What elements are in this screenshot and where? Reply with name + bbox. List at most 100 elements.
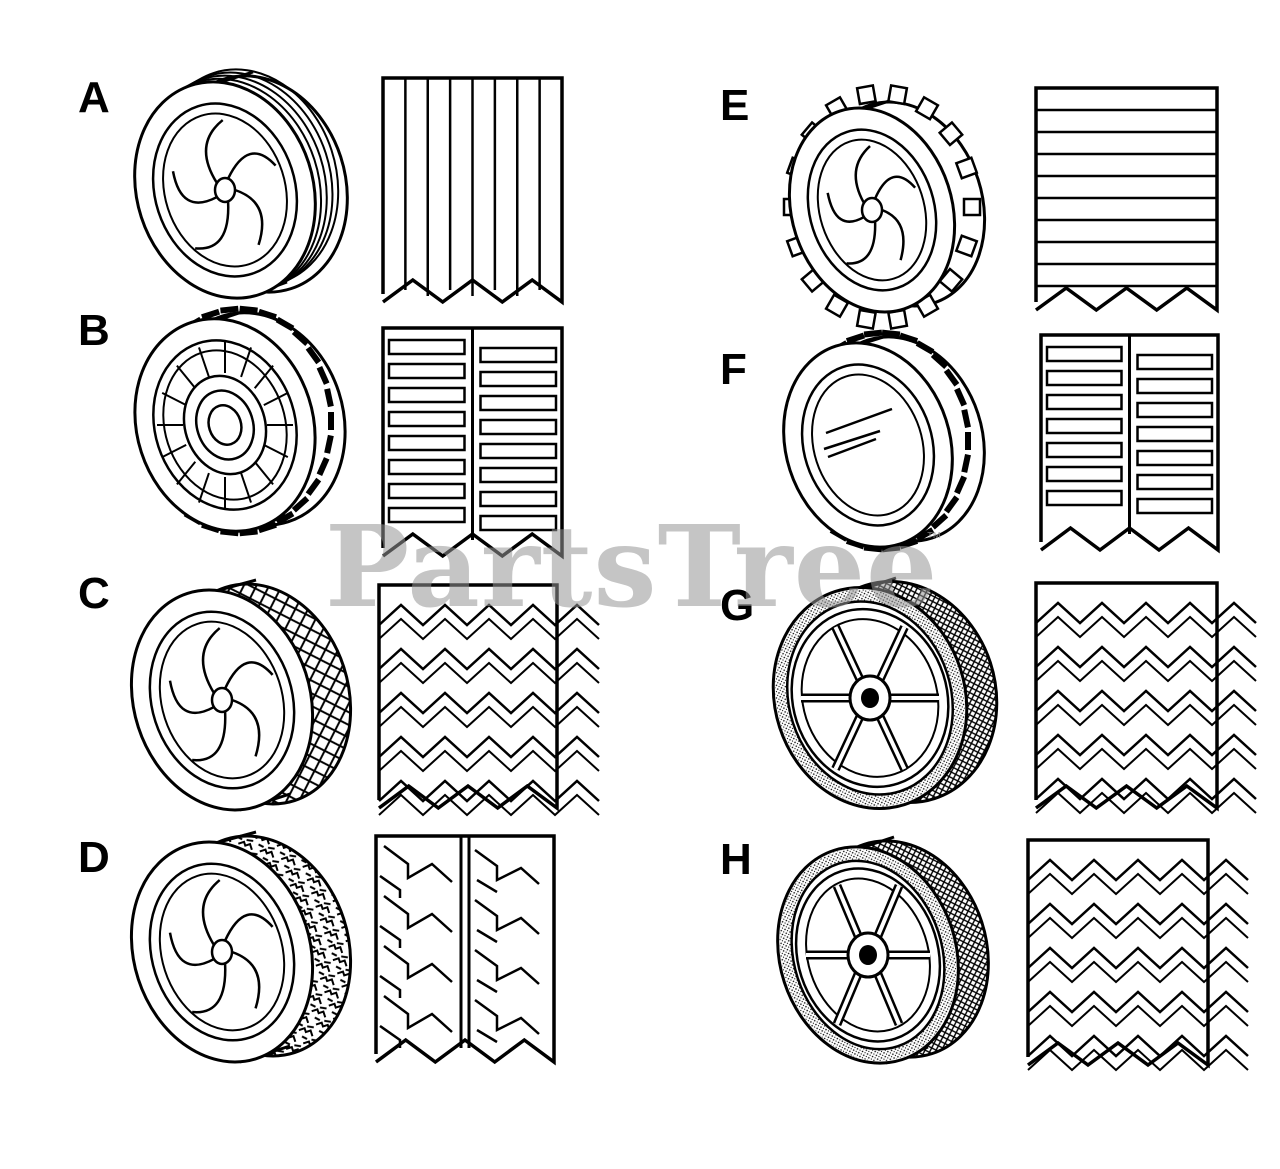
bar-lug: [1136, 473, 1214, 491]
bar-lug: [1045, 441, 1123, 459]
radial-rib: [198, 347, 210, 378]
tread-bar: [954, 387, 967, 407]
wheel-g-icon: [771, 576, 999, 810]
wheel-h-icon: [776, 835, 990, 1065]
curved-spoke: [234, 188, 264, 246]
curved-spoke: [192, 711, 227, 762]
item-label-h: H: [720, 835, 752, 884]
lug-shape: [379, 895, 453, 948]
lug-shape: [379, 945, 453, 998]
gear-tooth: [954, 156, 979, 180]
chevron-line: [1035, 645, 1257, 669]
radial-rib: [253, 364, 274, 389]
hub: [210, 938, 234, 966]
tread-strip-g: [1034, 581, 1257, 815]
gear-tooth: [886, 84, 909, 106]
tread-bar: [316, 457, 330, 476]
chevron-line: [378, 749, 600, 773]
bar-lug: [479, 394, 558, 412]
chevron-line: [1035, 791, 1257, 815]
radial-rib: [161, 391, 187, 406]
lug-shape: [474, 998, 540, 1044]
bar-lug: [1136, 377, 1214, 395]
tread-bar: [305, 346, 322, 365]
chevron-line: [1035, 777, 1257, 801]
tread-bar: [899, 332, 919, 344]
curved-spoke: [195, 201, 230, 250]
tread-strip-c: [377, 583, 600, 817]
bar-lug: [1045, 345, 1123, 363]
curved-spoke: [231, 950, 261, 1009]
curved-spoke: [168, 932, 215, 967]
tread-bar: [275, 510, 295, 526]
radial-rib: [161, 444, 187, 459]
spoke-inner: [833, 626, 865, 687]
curved-spoke: [204, 119, 224, 184]
gear-tooth: [914, 95, 940, 121]
radial-rib: [263, 391, 289, 406]
curved-spoke: [873, 175, 917, 200]
rim-inner: [816, 138, 928, 282]
tread-bar: [845, 332, 865, 344]
chevron-line: [1035, 747, 1257, 771]
tread-bar: [305, 477, 322, 496]
trademark-symbol: ™: [926, 530, 942, 547]
chevron-line: [378, 779, 600, 803]
lug-shape: [474, 948, 540, 994]
curved-spoke: [854, 145, 871, 204]
tread-bar: [324, 388, 334, 408]
rim-inner: [158, 872, 286, 1032]
tread-bar: [915, 527, 935, 542]
chevron-line: [378, 647, 600, 671]
gear-tooth: [937, 120, 964, 147]
tread-strip-b: [381, 326, 564, 560]
wheel-e-icon: [782, 84, 987, 330]
bar-lug: [387, 410, 466, 428]
chevron-line: [1027, 1048, 1249, 1072]
wheel-a-icon: [133, 68, 349, 300]
bar-lug: [1136, 401, 1214, 419]
tread-bar: [291, 495, 310, 513]
gear-tooth: [954, 234, 979, 258]
lug-shape: [474, 898, 540, 944]
spoke-inner: [873, 966, 901, 1026]
chevron-line: [1027, 902, 1249, 926]
gear-tooth: [855, 84, 878, 106]
rim: [148, 610, 296, 790]
curved-spoke: [226, 152, 277, 180]
gear-tooth: [855, 308, 878, 330]
curved-spoke: [846, 221, 877, 265]
tread-bar: [881, 329, 901, 338]
tread-bar: [291, 329, 310, 347]
tread-strip-f: [1039, 333, 1220, 554]
wheel-b-icon: [133, 305, 347, 537]
bar-lug: [387, 434, 466, 452]
bar-lug: [479, 418, 558, 436]
bar-lug: [1045, 465, 1123, 483]
wheel-face: [133, 317, 317, 533]
chevron-line: [1035, 615, 1257, 639]
bar-lug: [387, 386, 466, 404]
curved-spoke: [171, 170, 218, 204]
tread-strip-d: [374, 834, 556, 1066]
curved-spoke: [223, 661, 274, 690]
rim-inner: [800, 618, 940, 778]
wheel-c-icon: [129, 578, 353, 812]
rim: [148, 862, 296, 1042]
lug-shape: [379, 845, 453, 898]
hub-ring: [195, 389, 255, 461]
rim: [800, 363, 936, 527]
tread-bar: [961, 454, 971, 473]
item-label-b: B: [78, 306, 110, 355]
bar-lug: [1045, 369, 1123, 387]
wheel-f-icon: [782, 329, 986, 553]
chevron-line: [1035, 601, 1257, 625]
bar-lug: [1136, 425, 1214, 443]
chevron-line: [378, 603, 600, 627]
bar-lug: [1136, 497, 1214, 515]
tread-bar: [328, 412, 334, 430]
chevron-line: [1027, 946, 1249, 970]
rim: [794, 867, 942, 1043]
lug-shape: [474, 848, 540, 894]
radial-rib: [176, 364, 197, 389]
